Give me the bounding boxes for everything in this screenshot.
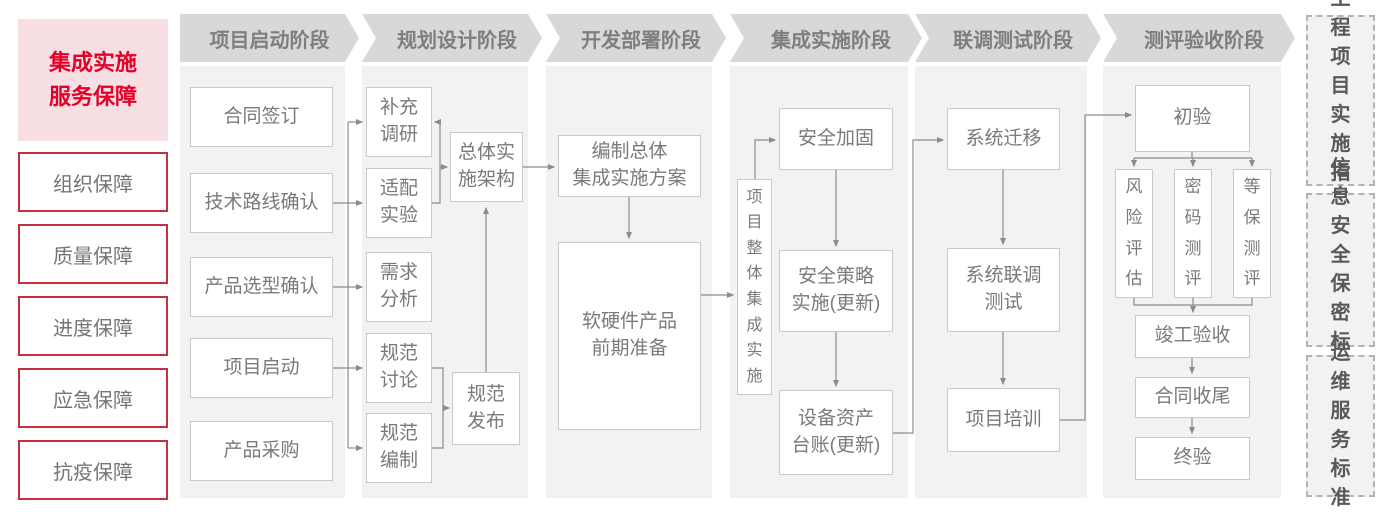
phase-header-dev-deploy: 开发部署阶段 <box>546 14 726 62</box>
sidebar-item-organization-guarantee: 组织保障 <box>18 152 168 212</box>
box-equipment-asset-ledger: 设备资产 台账(更新) <box>779 390 893 475</box>
phase-header-joint-test: 联调测试阶段 <box>915 14 1101 62</box>
box-tech-route-confirm: 技术路线确认 <box>190 173 333 233</box>
box-project-training: 项目培训 <box>947 388 1060 452</box>
sidebar-item-schedule-guarantee: 进度保障 <box>18 296 168 356</box>
phase-header-evaluation-acceptance: 测评验收阶段 <box>1103 14 1295 62</box>
box-contract-closure: 合同收尾 <box>1135 377 1250 418</box>
box-joint-debugging-test: 系统联调 测试 <box>947 248 1060 332</box>
phase-header-project-kickoff: 项目启动阶段 <box>180 14 359 62</box>
box-requirement-analysis: 需求 分析 <box>366 252 432 322</box>
box-overall-integration-plan: 编制总体 集成实施方案 <box>558 135 701 197</box>
phase-header-integration: 集成实施阶段 <box>730 14 922 62</box>
box-system-migration: 系统迁移 <box>947 108 1060 170</box>
box-risk-assessment: 风 险 评 估 <box>1115 169 1153 298</box>
box-completion-acceptance: 竣工验收 <box>1135 315 1250 358</box>
sidebar-item-quality-guarantee: 质量保障 <box>18 224 168 284</box>
box-security-policy-implementation: 安全策略 实施(更新) <box>779 250 893 332</box>
box-adaptation-test: 适配 实验 <box>366 168 432 238</box>
box-supplementary-research: 补充 调研 <box>366 87 432 157</box>
standard-project-implementation-guide: 工程 项目 实施 指引 <box>1306 0 1375 213</box>
box-security-hardening: 安全加固 <box>779 108 893 170</box>
box-project-kickoff: 项目启动 <box>190 338 333 398</box>
phase-header-planning-design: 规划设计阶段 <box>362 14 542 62</box>
box-product-selection-confirm: 产品选型确认 <box>190 257 333 317</box>
standard-information-security-confidentiality: 信息 安全 保密 标准 <box>1306 157 1375 382</box>
box-final-acceptance: 终验 <box>1135 437 1250 480</box>
box-overall-project-integration: 项 目 整 体 集 成 实 施 <box>737 179 772 395</box>
box-hw-sw-preparation: 软硬件产品 前期准备 <box>558 242 701 430</box>
sidebar-title-integration-service-guarantee: 集成实施 服务保障 <box>18 19 168 141</box>
box-product-procurement: 产品采购 <box>190 421 333 481</box>
box-overall-implementation-architecture: 总体实 施架构 <box>450 132 523 202</box>
box-classified-protection-evaluation: 等 保 测 评 <box>1233 169 1271 298</box>
box-initial-acceptance: 初验 <box>1135 85 1250 152</box>
box-spec-drafting: 规范 编制 <box>366 413 432 483</box>
box-crypto-evaluation: 密 码 测 评 <box>1174 169 1212 298</box>
box-spec-release: 规范 发布 <box>452 372 520 445</box>
sidebar-item-epidemic-guarantee: 抗疫保障 <box>18 440 168 500</box>
standard-om-service: 运维 服务 标准 <box>1306 342 1375 509</box>
box-spec-discussion: 规范 讨论 <box>366 333 432 403</box>
box-contract-signing: 合同签订 <box>190 87 333 147</box>
sidebar-item-emergency-guarantee: 应急保障 <box>18 368 168 428</box>
